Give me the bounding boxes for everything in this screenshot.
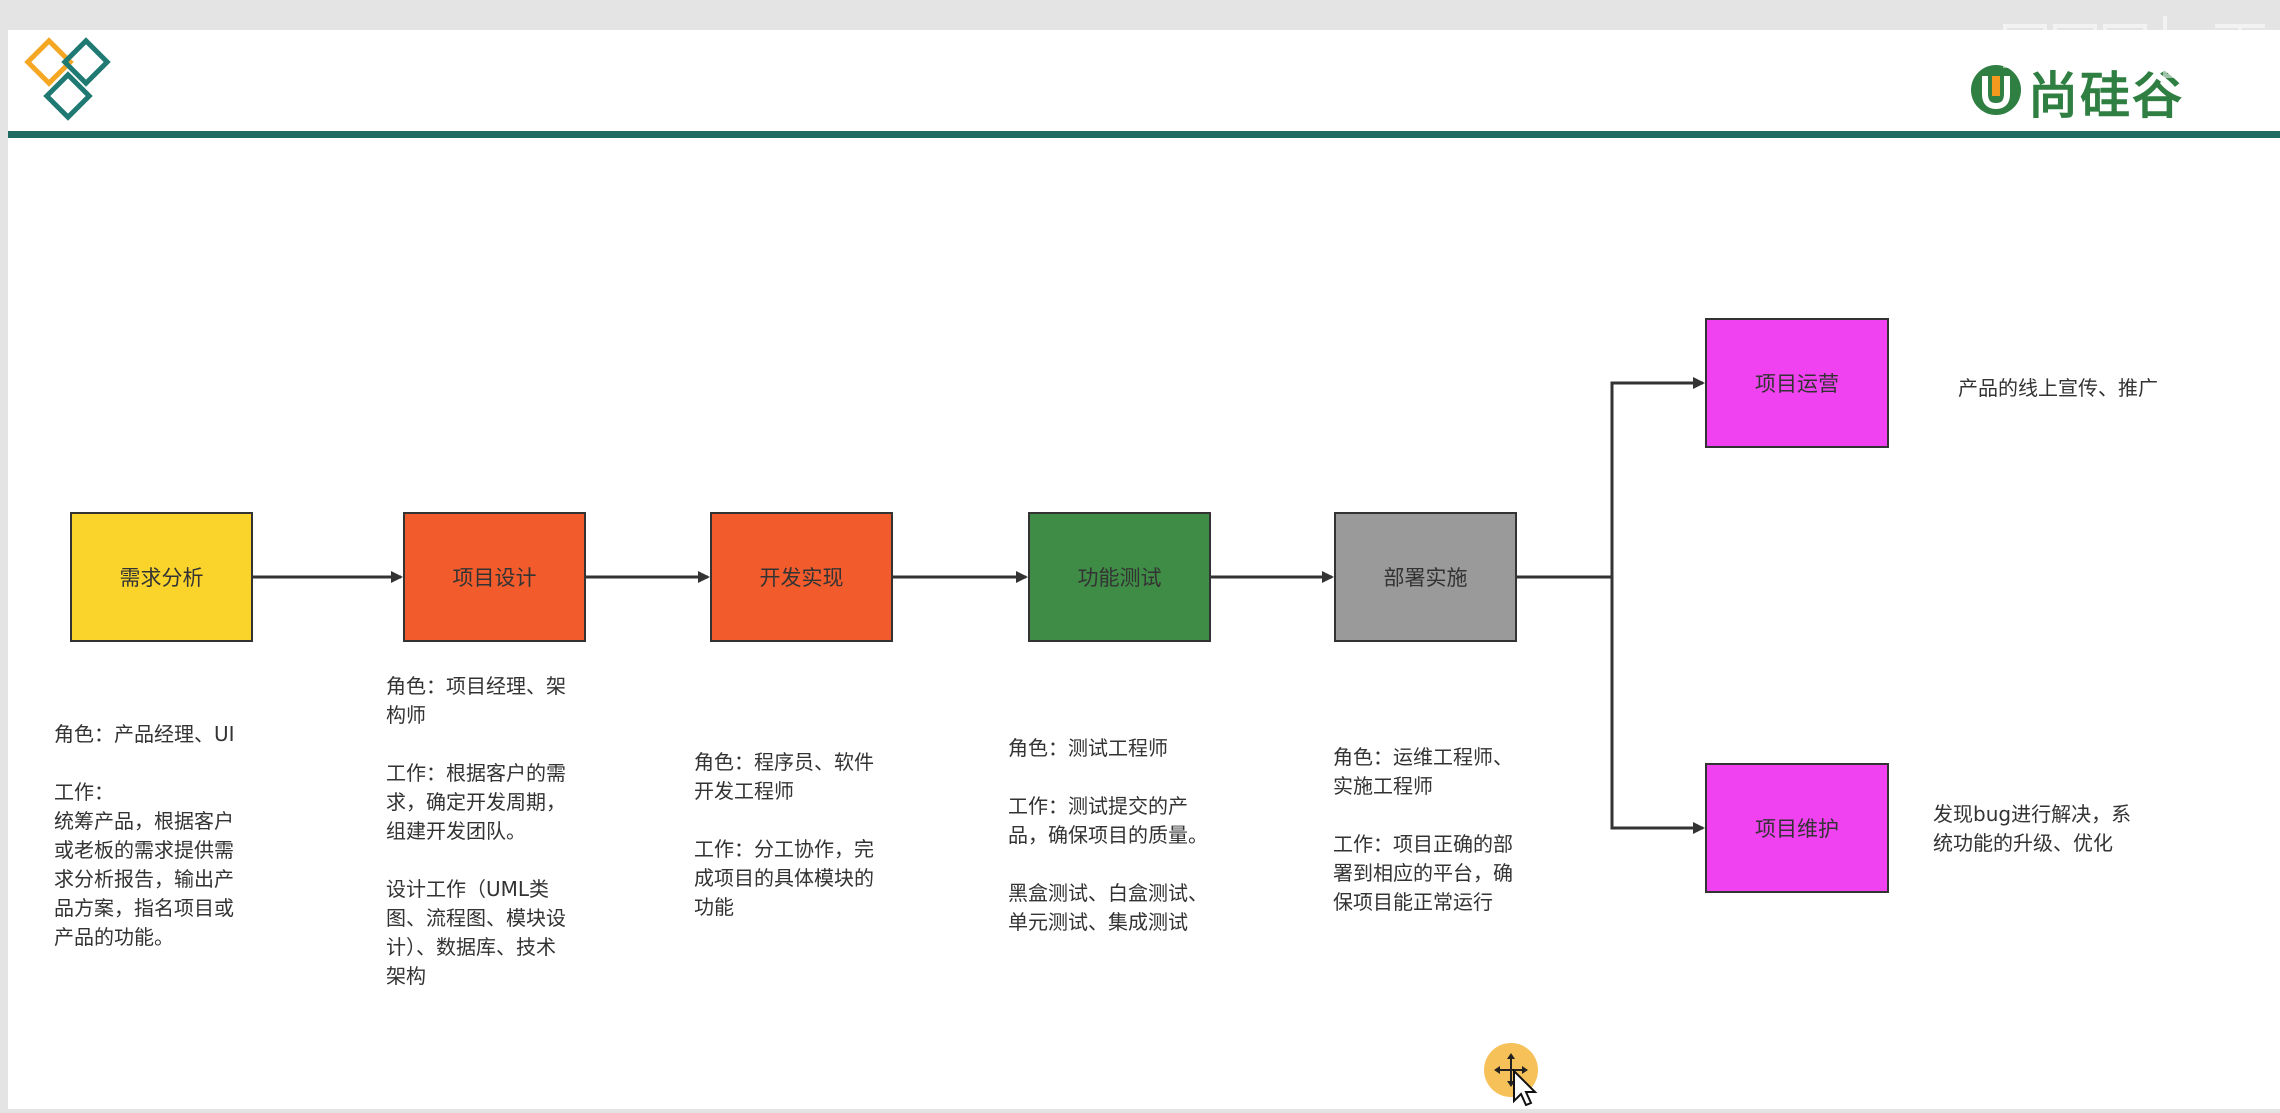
node-label: 项目维护 bbox=[1755, 817, 1839, 841]
node-label: 部署实施 bbox=[1383, 566, 1468, 590]
node-operation[interactable]: 项目运营 bbox=[1705, 318, 1889, 448]
header-divider bbox=[8, 131, 2280, 138]
node-label: 项目设计 bbox=[452, 566, 537, 590]
brand-u-icon bbox=[1971, 65, 2021, 115]
desc-project-design: 角色：项目经理、架 构师 工作：根据客户的需 求，确定开发周期， 组建开发团队。… bbox=[386, 674, 566, 988]
desc-requirement-analysis: 角色：产品经理、UI 工作： 统筹产品，根据客户 或老板的需求提供需 求分析报告… bbox=[54, 722, 235, 949]
node-requirement-analysis[interactable]: 需求分析 bbox=[70, 512, 253, 642]
corner-diamond-logo bbox=[24, 37, 111, 121]
flow-connectors bbox=[253, 377, 1705, 834]
node-maintenance[interactable]: 项目维护 bbox=[1705, 763, 1889, 893]
node-functional-testing[interactable]: 功能测试 bbox=[1028, 512, 1211, 642]
desc-maintenance: 发现bug进行解决，系 统功能的升级、优化 bbox=[1933, 802, 2132, 855]
brand-logo: 尚硅谷 bbox=[1968, 48, 2248, 130]
brand-name: 尚硅谷 bbox=[2028, 67, 2184, 125]
edge-bushu-yunying bbox=[1517, 377, 1705, 579]
desc-deployment: 角色：运维工程师、 实施工程师 工作：项目正确的部 署到相应的平台，确 保项目能… bbox=[1333, 745, 1513, 914]
edge-bushu-weihu bbox=[1610, 577, 1705, 834]
node-label: 项目运营 bbox=[1755, 372, 1839, 396]
desc-functional-testing: 角色：测试工程师 工作：测试提交的产 品，确保项目的质量。 黑盒测试、白盒测试、… bbox=[1008, 736, 1208, 934]
desc-operation: 产品的线上宣传、推广 bbox=[1958, 376, 2158, 400]
desc-development: 角色：程序员、软件 开发工程师 工作：分工协作，完 成项目的具体模块的 功能 bbox=[694, 750, 874, 919]
video-watermark-icon bbox=[2003, 16, 2265, 78]
node-label: 功能测试 bbox=[1077, 566, 1162, 590]
cursor-move-icon bbox=[1484, 1043, 1538, 1107]
node-deployment[interactable]: 部署实施 bbox=[1334, 512, 1517, 642]
slide-canvas: 尚硅谷 需求分析 项目设计 开发实现 功能测试 部署实施 项目运营 项目维护 角… bbox=[8, 30, 2280, 1109]
node-label: 需求分析 bbox=[119, 566, 204, 590]
node-project-design[interactable]: 项目设计 bbox=[403, 512, 586, 642]
node-development[interactable]: 开发实现 bbox=[710, 512, 893, 642]
node-label: 开发实现 bbox=[759, 566, 844, 590]
